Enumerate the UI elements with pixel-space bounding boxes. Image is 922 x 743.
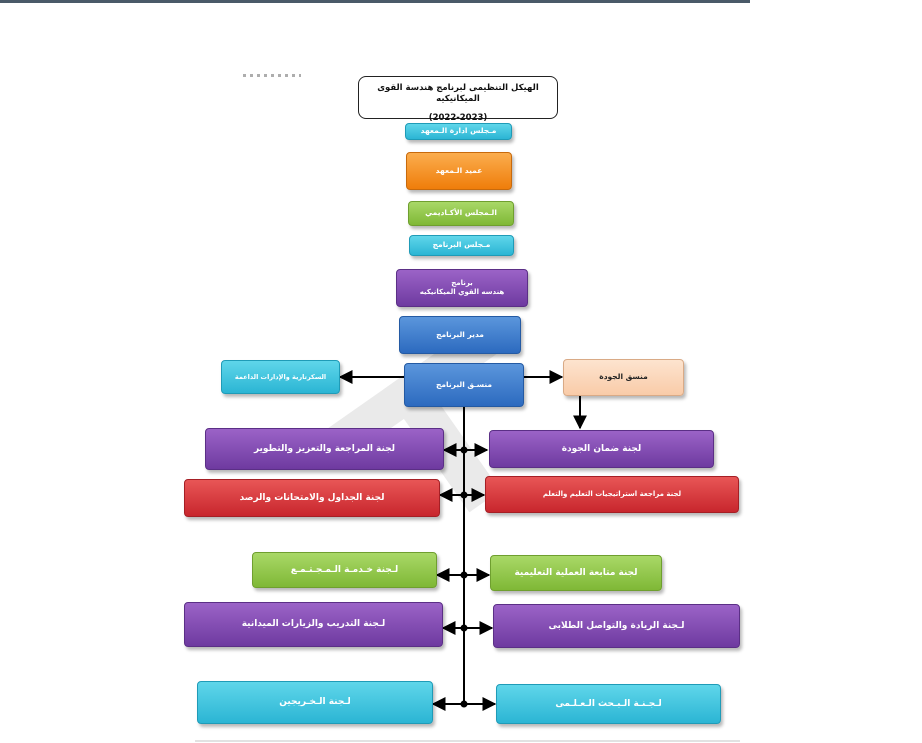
chart-title: الهيكل التنظيمى لبرنامج هندسة القوى المي… [377,83,539,105]
node-program-coordinator: منسـق البرنامج [404,363,524,407]
committee-schedules-exams: لجنة الجداول والامتحانات والرصد [184,479,440,517]
chart-title-box: الهيكل التنظيمى لبرنامج هندسة القوى المي… [358,76,558,123]
bottom-border-line [195,740,740,742]
node-secretariat: السكرتارية والإدارات الداعمة [221,360,340,394]
node-quality-coordinator: منسق الجودة [563,359,684,396]
committee-teaching-strategies: لجنة مراجعة استراتيجيات التعليم والتعلم [485,476,739,513]
committee-community-service: لـجنة خـدمـة الـمـجـتـمـع [252,552,437,588]
node-institute-board: مـجلس ادارة الـمعهد [405,123,512,140]
header-residue-mark [243,74,301,77]
node-program: برنامج هندسه القوي الميكانيكيه [396,269,528,307]
node-program-director: مدير البرنامج [399,316,521,354]
committee-review-enhancement: لجنة المراجعة والتعزيز والتطوير [205,428,444,470]
committee-quality-assurance: لجنة ضمان الجودة [489,430,714,468]
node-program-council: مـجلس البرنامج [409,235,514,256]
chart-title-year: (2022-2023) [428,112,488,123]
node-institute-dean: عميد الـمعهد [406,152,512,190]
node-academic-council: الـمجلس الأكـاديمي [408,201,514,226]
committee-entrepreneurship: لـجنة الريادة والتواصل الطلابى [493,604,740,648]
top-border-line [0,0,750,3]
committee-training-visits: لـجنة التدريب والزيارات الميدانية [184,602,443,647]
committee-scientific-research: لـجـنـة الـبـحث الـعـلـمى [496,684,721,724]
committee-education-followup: لجنة متابعة العملية التعليمية [490,555,662,591]
committee-graduates: لـجنة الـخـريجين [197,681,433,724]
